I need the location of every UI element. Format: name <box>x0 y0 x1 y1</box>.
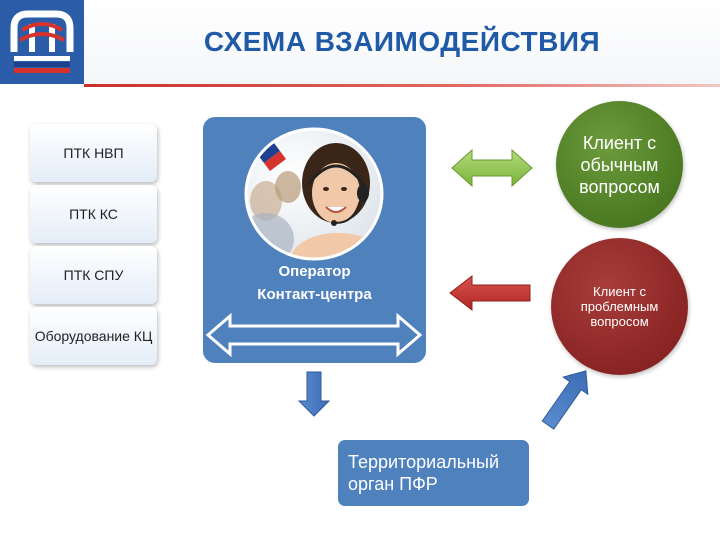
panel-double-arrow-icon <box>205 312 423 358</box>
left-arrow-icon <box>449 274 531 312</box>
client-problem-circle: Клиент с проблемным вопросом <box>551 238 688 375</box>
diagonal-arrow-icon <box>541 370 589 430</box>
operator-label-line1: Оператор <box>278 263 351 280</box>
operator-label: Оператор Контакт-центра <box>203 260 426 306</box>
double-arrow-icon <box>451 148 533 188</box>
client-problem-label: Клиент с проблемным вопросом <box>580 284 659 329</box>
header-bar <box>0 0 720 84</box>
ptk-item-spu: ПТК СПУ <box>30 246 157 304</box>
ptk-item-nvp: ПТК НВП <box>30 124 157 182</box>
page-title: СХЕМА ВЗАИМОДЕЙСТВИЯ <box>203 26 601 57</box>
client-normal-circle: Клиент с обычным вопросом <box>556 101 683 228</box>
ptk-item-ks: ПТК КС <box>30 185 157 243</box>
operator-photo <box>244 127 384 261</box>
header-rule <box>84 84 720 87</box>
operator-label-line2: Контакт-центра <box>257 286 372 303</box>
down-arrow-icon <box>297 371 331 417</box>
ptk-item-equipment: Оборудование КЦ <box>30 307 157 365</box>
pfr-logo <box>0 0 84 84</box>
client-normal-label: Клиент с обычным вопросом <box>579 132 660 197</box>
territorial-body-box: Территориальный орган ПФР <box>338 440 529 506</box>
